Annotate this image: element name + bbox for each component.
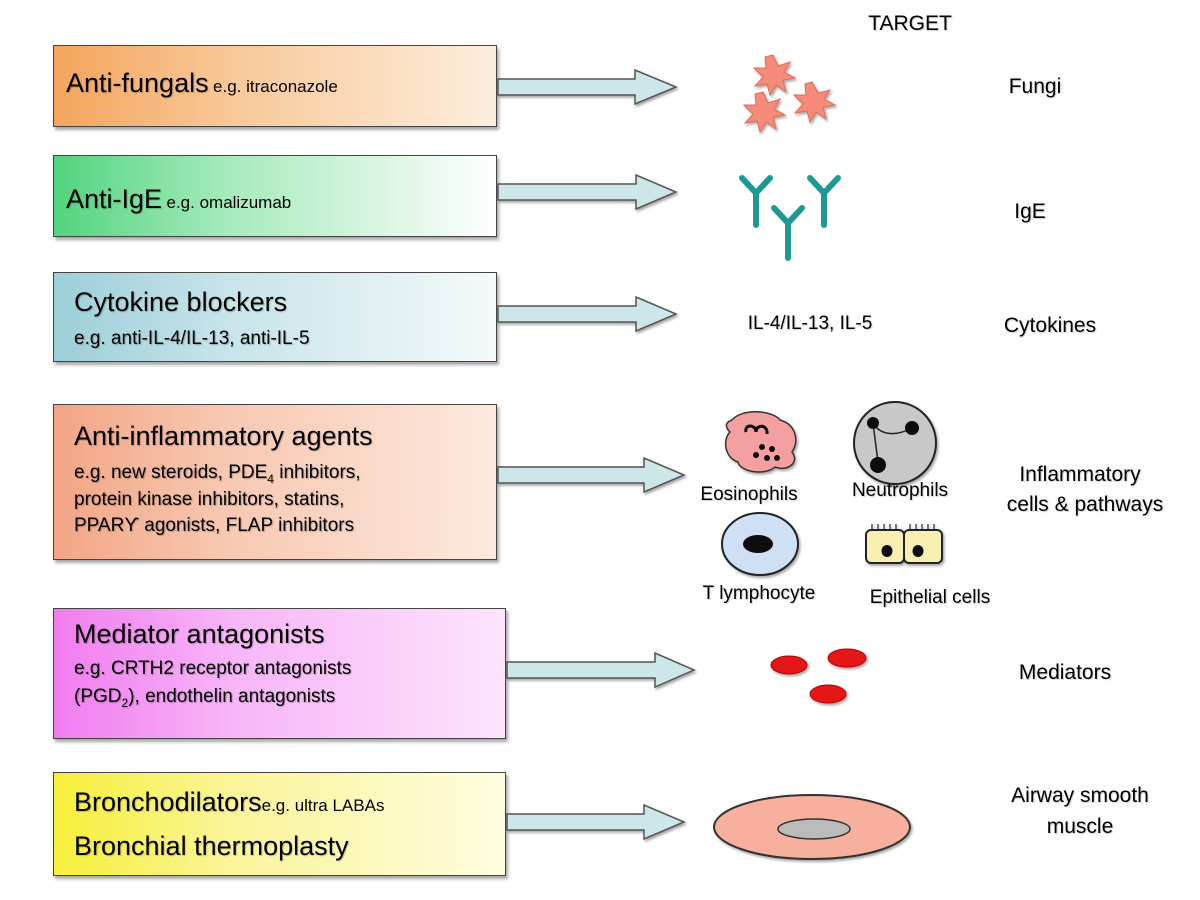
drug-label: Anti-fungals xyxy=(66,68,209,98)
drug-example-line-1: e.g. new steroids, PDE4 inhibitors, xyxy=(74,460,361,492)
arrow-6 xyxy=(506,803,686,841)
bronchodilators-box: Bronchodilatorse.g. ultra LABAs Bronchia… xyxy=(53,772,506,876)
drug-label: Anti-inflammatory agents xyxy=(74,421,373,451)
drug-label: Cytokine blockers xyxy=(74,287,288,317)
drug-example: e.g. ultra LABAs xyxy=(261,796,385,815)
example-text: inhibitors, xyxy=(273,462,361,483)
t-lymphocyte-icon xyxy=(721,512,799,576)
target-airway-line-1: Airway smooth xyxy=(1011,784,1149,807)
drug-example-line-3: PPARϒ agonists, FLAP inhibitors xyxy=(74,515,355,536)
eosinophils-label: Eosinophils xyxy=(700,484,798,505)
ige-antibody-icon xyxy=(739,175,841,261)
airway-icon xyxy=(713,794,911,860)
t-lymphocyte-label: T lymphocyte xyxy=(702,583,816,604)
drug-label: Bronchodilators xyxy=(74,787,262,817)
cytokine-blockers-box: Cytokine blockers e.g. anti-IL-4/IL-13, … xyxy=(53,272,497,362)
example-text: (PGD xyxy=(74,686,122,707)
fungi-icon xyxy=(742,54,837,134)
neutrophil-icon xyxy=(853,401,937,485)
arrow-1 xyxy=(497,68,678,106)
anti-ige-box: Anti-IgE e.g. omalizumab xyxy=(53,155,497,237)
drug-example-line-2: protein kinase inhibitors, statins, xyxy=(74,489,345,510)
arrow-4 xyxy=(497,456,686,494)
neutrophils-label: Neutrophils xyxy=(851,480,949,501)
example-text: ), endothelin antagonists xyxy=(128,686,336,707)
target-fungi: Fungi xyxy=(1008,75,1062,98)
anti-inflammatory-box: Anti-inflammatory agents e.g. new steroi… xyxy=(53,404,497,560)
target-cytokines: Cytokines xyxy=(1003,314,1097,337)
arrow-3 xyxy=(497,295,678,333)
drug-example: e.g. anti-IL-4/IL-13, anti-IL-5 xyxy=(74,328,310,349)
mediator-icon xyxy=(770,648,867,704)
antifungals-box: Anti-fungals e.g. itraconazole xyxy=(53,45,497,127)
epithelial-cells-label: Epithelial cells xyxy=(869,587,991,608)
target-inflammatory-line-2: cells & pathways xyxy=(1006,493,1164,516)
eosinophil-icon xyxy=(724,411,797,473)
mediator-antagonists-box: Mediator antagonists e.g. CRTH2 receptor… xyxy=(53,608,506,739)
arrow-2 xyxy=(497,173,678,211)
example-text: e.g. new steroids, PDE xyxy=(74,462,268,483)
epithelial-cells-icon xyxy=(865,524,943,564)
drug-example-line-2: (PGD2), endothelin antagonists xyxy=(74,684,335,716)
drug-label-2: Bronchial thermoplasty xyxy=(74,831,349,861)
target-header: TARGET xyxy=(868,12,952,35)
target-ige: IgE xyxy=(1014,200,1046,223)
target-airway-line-2: muscle xyxy=(1046,815,1114,838)
drug-label: Mediator antagonists xyxy=(74,619,325,649)
cytokine-label: IL-4/IL-13, IL-5 xyxy=(747,313,873,334)
drug-label: Anti-IgE xyxy=(66,184,163,214)
subscript: 2 xyxy=(121,695,129,710)
target-inflammatory-line-1: Inflammatory xyxy=(1019,463,1141,486)
drug-example: e.g. itraconazole xyxy=(213,77,338,96)
subscript: 4 xyxy=(267,471,274,486)
drug-example-line-1: e.g. CRTH2 receptor antagonists xyxy=(74,658,352,679)
drug-example: e.g. omalizumab xyxy=(166,193,292,212)
target-mediators: Mediators xyxy=(1018,661,1112,684)
arrow-5 xyxy=(506,651,696,689)
